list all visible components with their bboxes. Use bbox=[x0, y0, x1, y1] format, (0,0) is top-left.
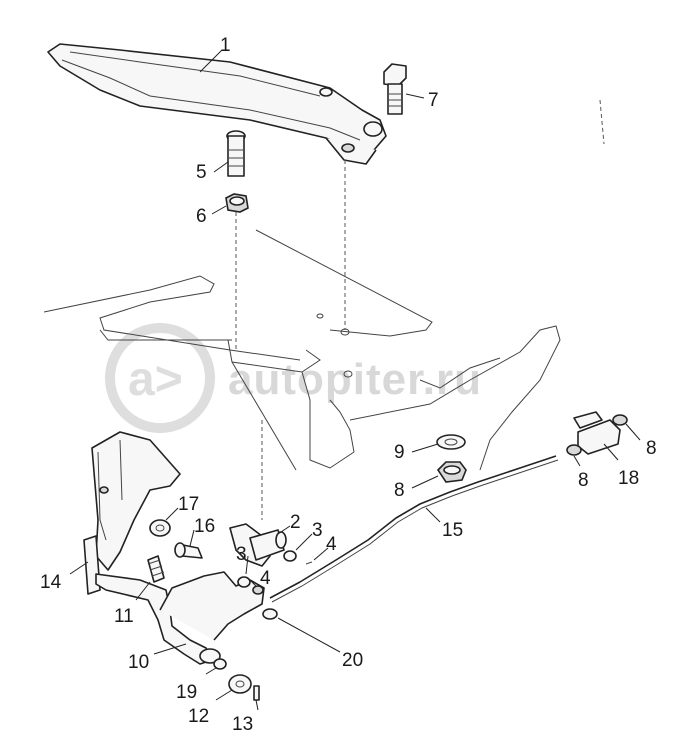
washer-9 bbox=[436, 434, 466, 450]
callout-13: 13 bbox=[232, 714, 253, 735]
bolt-5 bbox=[226, 130, 246, 177]
callout-11: 11 bbox=[114, 606, 134, 627]
clip-20 bbox=[262, 608, 278, 620]
washer-17 bbox=[149, 519, 171, 537]
cable-15 bbox=[269, 455, 559, 603]
nut-8-center bbox=[436, 461, 467, 483]
fitting-18 bbox=[566, 411, 628, 456]
callout-12: 12 bbox=[188, 706, 209, 727]
floor-panel bbox=[43, 229, 561, 471]
watermark-text: autopiter.ru bbox=[228, 355, 482, 404]
callouts: 1 7 5 6 9 8 8 8 18 15 17 16 2 3 4 3 4 14… bbox=[40, 35, 657, 735]
callout-15: 15 bbox=[442, 520, 463, 541]
watermark-logo-icon bbox=[105, 323, 215, 433]
callout-20: 20 bbox=[342, 650, 363, 671]
callout-10: 10 bbox=[128, 652, 149, 673]
callout-7: 7 bbox=[428, 90, 439, 111]
bracket-14 bbox=[83, 431, 181, 595]
watermark-logo-glyph: a> bbox=[128, 353, 183, 406]
washer-19 bbox=[213, 658, 227, 670]
callout-9: 9 bbox=[394, 442, 405, 463]
cotter-4-lower bbox=[252, 585, 264, 595]
washer-12 bbox=[228, 674, 252, 694]
callout-3-upper: 3 bbox=[312, 520, 323, 541]
callout-17: 17 bbox=[178, 494, 199, 515]
callout-1: 1 bbox=[220, 35, 231, 56]
callout-6: 6 bbox=[196, 206, 207, 227]
callout-4-upper: 4 bbox=[326, 534, 337, 555]
washer-3-upper bbox=[283, 550, 297, 562]
pedal-arm bbox=[47, 43, 387, 165]
bushing-2 bbox=[249, 529, 287, 561]
callout-3-lower: 3 bbox=[236, 544, 247, 565]
callout-8-center: 8 bbox=[394, 480, 405, 501]
callout-18: 18 bbox=[618, 468, 639, 489]
callout-19: 19 bbox=[176, 682, 197, 703]
pin-13 bbox=[253, 685, 260, 701]
bolt-7 bbox=[383, 63, 407, 115]
callout-8-right-upper: 8 bbox=[646, 438, 657, 459]
callout-2: 2 bbox=[290, 512, 301, 533]
callout-16: 16 bbox=[194, 516, 215, 537]
axis-tab bbox=[599, 99, 605, 145]
callout-5: 5 bbox=[196, 162, 207, 183]
callout-14: 14 bbox=[40, 572, 62, 593]
spring-11 bbox=[147, 555, 165, 583]
leader-lines bbox=[69, 49, 641, 711]
cotter-4-upper bbox=[305, 561, 313, 565]
nut-6 bbox=[225, 193, 249, 213]
washer-3-lower bbox=[237, 576, 251, 588]
watermark: a> autopiter.ru bbox=[105, 323, 482, 433]
callout-4-lower: 4 bbox=[260, 568, 271, 589]
callout-8-right-lower: 8 bbox=[578, 470, 589, 491]
bolt-16 bbox=[174, 542, 203, 559]
